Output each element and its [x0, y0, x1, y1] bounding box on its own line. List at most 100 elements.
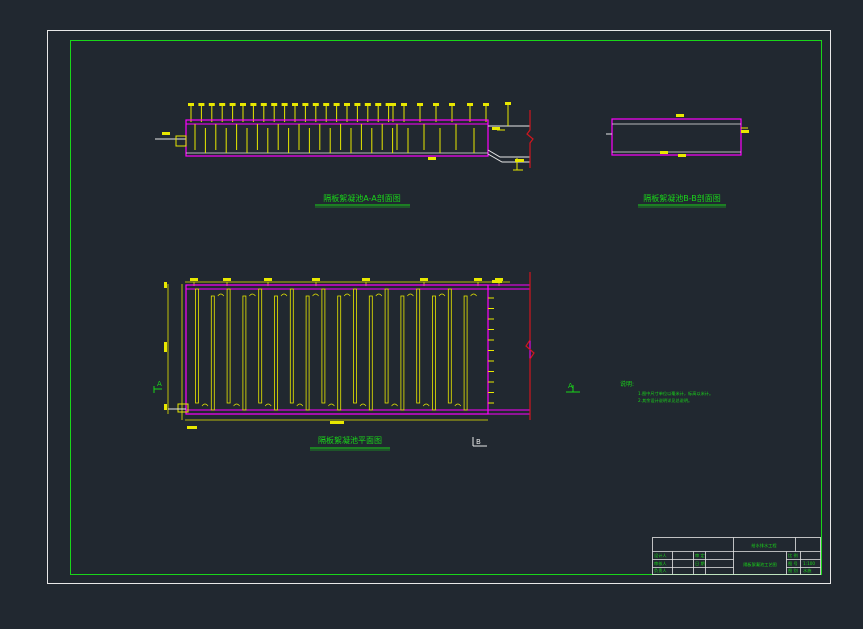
aa-dim-label — [433, 103, 439, 106]
aa-dim-label — [240, 103, 246, 106]
plan-inlet-box — [177, 403, 189, 413]
plan-flow-arrow — [438, 293, 446, 297]
plan-baffle — [416, 288, 421, 404]
tb-right-value-3: 水施 — [803, 567, 812, 574]
notes: 说明: 1.图中尺寸单位以毫米计，标高以米计。 2.其余设计说明详见总说明。 — [620, 380, 713, 404]
plan-outlet-ticks — [488, 297, 494, 404]
aa-dim-label — [292, 103, 298, 106]
plan-title: 隔板絮凝池平面图 — [318, 435, 382, 445]
tb-left-label-3: 负责人 — [654, 567, 667, 574]
plan-top-dim-label — [223, 278, 231, 281]
aa-top-dimension-ticks — [188, 103, 489, 122]
aa-dim-label — [198, 103, 205, 106]
plan-top-dim-label — [420, 278, 428, 281]
tb-left-label-1: 设计人 — [654, 552, 667, 559]
notes-heading: 说明: — [620, 380, 634, 388]
aa-dim-label — [271, 103, 278, 106]
plan-baffle — [210, 295, 215, 411]
tb-right-label-2: 图 号 — [788, 561, 798, 567]
bb-tank-outline — [611, 118, 742, 156]
plan-flow-arrow — [375, 293, 383, 297]
aa-dim-label — [333, 103, 340, 106]
aa-level-labels — [162, 102, 524, 162]
title-block — [652, 537, 821, 575]
notes-line-2: 2.其余设计说明详见总说明。 — [638, 397, 692, 404]
tb-header: 给水排水工程 — [751, 542, 777, 549]
plan-baffle — [195, 288, 199, 404]
tb-right-label-1: 比 例 — [788, 552, 798, 559]
plan-baffle — [337, 295, 342, 411]
tb-mid-label-1: 审 定 — [695, 552, 705, 559]
plan-flow-arrow — [312, 293, 319, 297]
section-mark-a-left — [153, 386, 162, 393]
plan-baffle — [226, 288, 231, 404]
aa-dim-label — [323, 103, 330, 106]
plan-flow-arrow — [233, 403, 240, 407]
plan-baffle — [432, 295, 436, 411]
plan-flow-arrow — [328, 403, 335, 407]
aa-dim-label — [401, 103, 407, 106]
plan-baffle — [305, 295, 310, 411]
notes-line-1: 1.图中尺寸单位以毫米计，标高以米计。 — [638, 390, 713, 397]
bb-level-labels — [660, 114, 749, 157]
section-mark-b-label: B — [476, 438, 481, 446]
plan-flow-arrow — [249, 293, 256, 297]
plan-baffle — [321, 288, 326, 404]
aa-dim-label — [260, 103, 267, 106]
plan-baffle — [258, 288, 263, 404]
plan-baffle — [242, 295, 247, 411]
inner-frame — [70, 40, 822, 575]
aa-break-line — [526, 110, 534, 168]
plan-flow-arrow — [264, 403, 272, 407]
plan-baffle — [384, 288, 389, 404]
aa-dim-label — [208, 103, 215, 106]
aa-dim-label — [302, 103, 309, 106]
aa-dim-label — [188, 103, 194, 106]
aa-dim-label — [467, 103, 473, 106]
plan-baffle — [274, 295, 278, 411]
section-mark-a-right — [566, 385, 580, 393]
section-aa: 隔板絮凝池A-A剖面图 — [155, 102, 534, 208]
plan-flow-arrow — [296, 403, 304, 407]
plan-top-dim-label — [362, 278, 370, 281]
section-bb-title: 隔板絮凝池B-B剖面图 — [643, 193, 721, 203]
aa-dim-label — [229, 103, 236, 106]
tb-left-label-2: 审核人 — [654, 560, 667, 567]
outer-frame — [47, 30, 831, 584]
plan-flow-arrow — [470, 293, 477, 297]
plan-baffle — [289, 288, 294, 404]
tb-mid-label-2: 日 期 — [695, 561, 705, 567]
plan-baffle — [353, 288, 357, 404]
section-mark-a-right-label: A — [568, 382, 573, 390]
tb-right-value-2: 1:100 — [803, 561, 815, 566]
section-bb: 隔板絮凝池B-B剖面图 — [606, 114, 749, 208]
plan-top-dim-label — [495, 278, 503, 281]
plan-baffle — [400, 295, 405, 411]
plan-baffle — [368, 295, 373, 411]
plan-dim-text — [164, 280, 502, 429]
aa-dim-label — [354, 103, 361, 106]
section-aa-title: 隔板絮凝池A-A剖面图 — [323, 193, 400, 203]
plan-flow-arrow — [280, 293, 288, 297]
plan-view: A A B 隔板絮凝池平面图 — [153, 272, 580, 451]
plan-top-dim-label — [190, 278, 198, 281]
plan-baffle — [463, 295, 468, 411]
aa-dim-label — [390, 103, 396, 106]
aa-dim-label — [312, 103, 319, 106]
section-mark-a-left-label: A — [157, 380, 162, 388]
plan-flow-arrow — [454, 403, 462, 407]
plan-baffles — [195, 288, 477, 411]
plan-flow-arrow — [391, 403, 398, 407]
aa-baffles — [194, 124, 475, 153]
aa-dim-label — [483, 103, 489, 106]
plan-top-dim-label — [264, 278, 272, 281]
plan-top-dim-label — [312, 278, 320, 281]
plan-baffle — [447, 288, 452, 404]
aa-dim-label — [449, 103, 455, 106]
plan-flow-arrow — [359, 403, 367, 407]
plan-break-line — [525, 272, 535, 420]
aa-dim-label — [375, 103, 382, 106]
aa-tank-outline — [185, 119, 489, 157]
